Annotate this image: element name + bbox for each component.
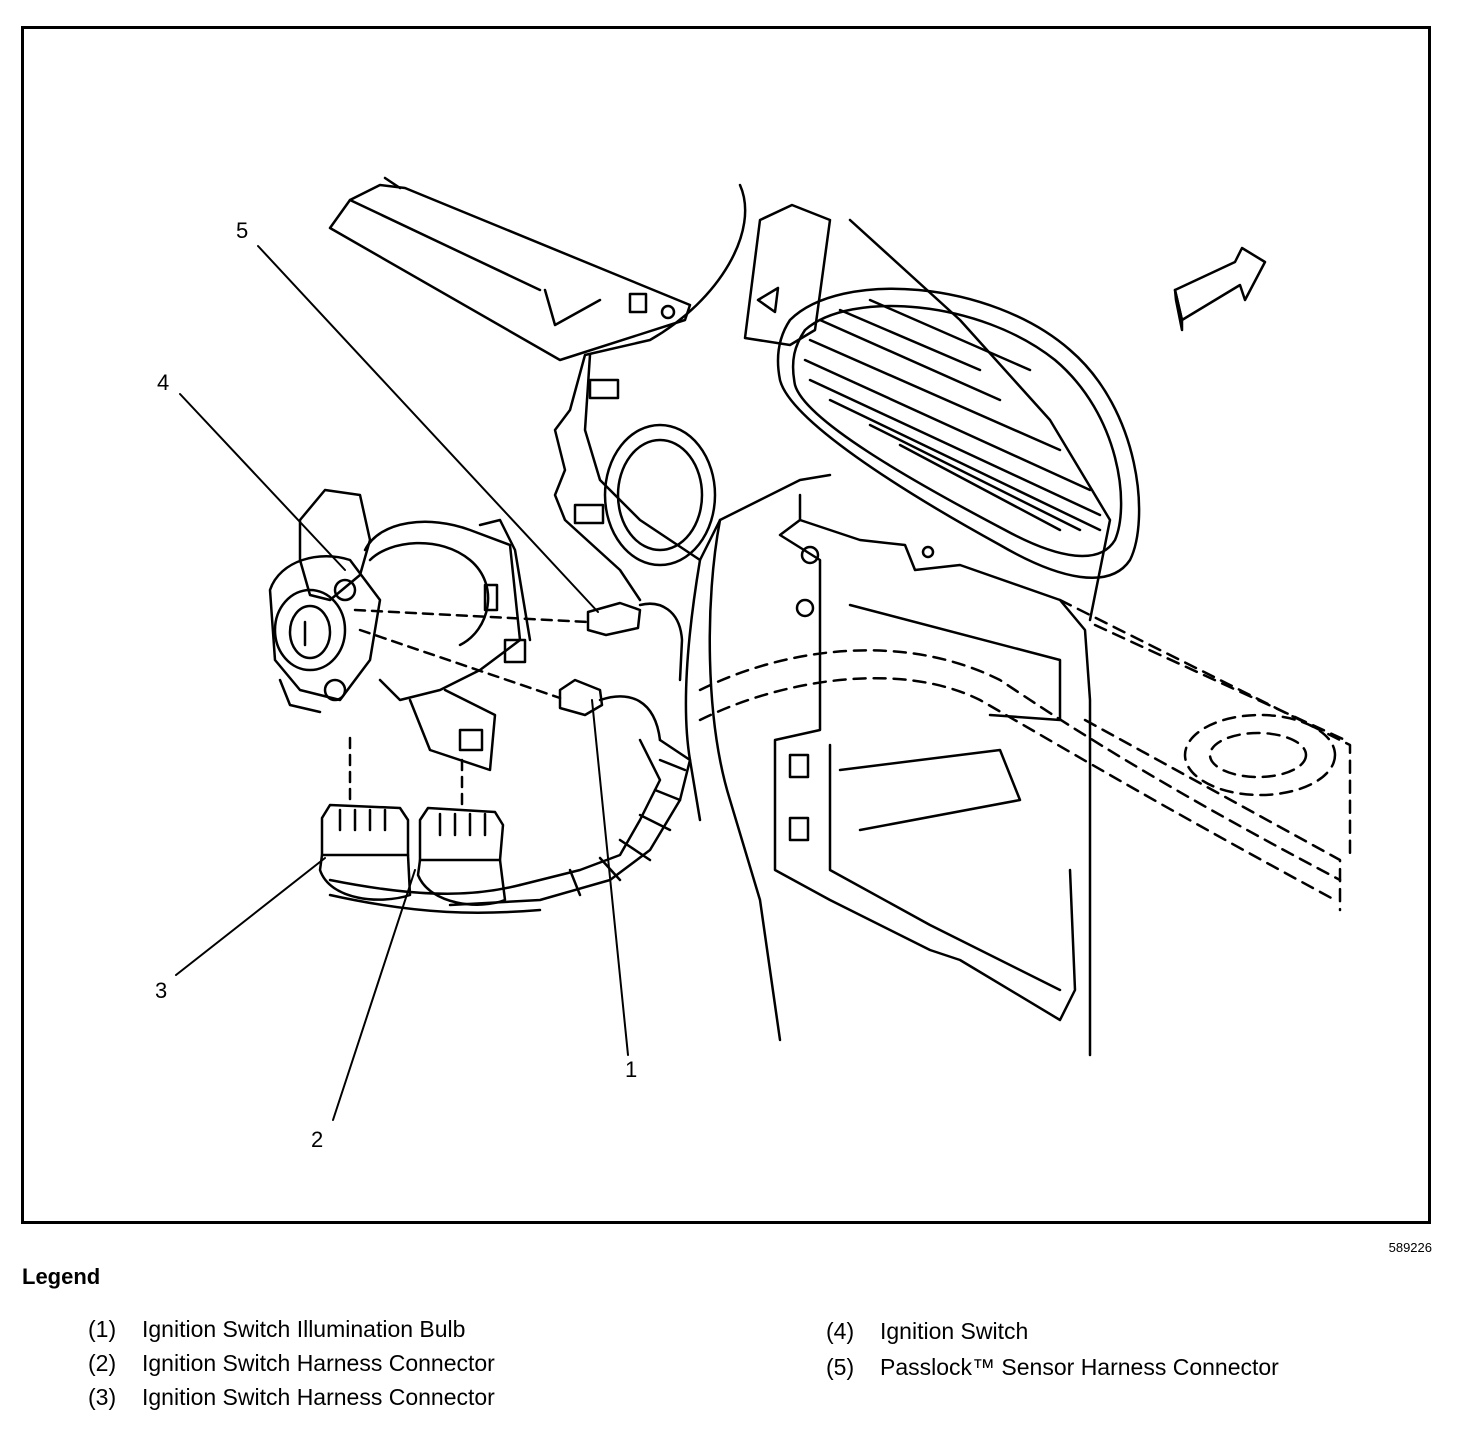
callout-2: 2 xyxy=(311,1127,324,1152)
diagram-frame xyxy=(21,26,1431,1224)
legend-title: Legend xyxy=(22,1264,101,1289)
legend-number: (4) xyxy=(826,1318,855,1344)
legend-label: Passlock™ Sensor Harness Connector xyxy=(880,1354,1279,1380)
legend-number: (5) xyxy=(826,1354,855,1380)
callout-4: 4 xyxy=(157,370,170,395)
air-vent xyxy=(776,218,1141,622)
dash-bezel xyxy=(553,183,832,1042)
callout-1: 1 xyxy=(625,1057,638,1082)
callout-3: 3 xyxy=(155,978,168,1003)
legend-item: (3) Ignition Switch Harness Connector xyxy=(88,1384,495,1411)
legend-item: (1) Ignition Switch Illumination Bulb xyxy=(88,1316,465,1343)
lower-bracket xyxy=(773,493,1092,1057)
harness-connector-3 xyxy=(318,736,412,901)
forward-arrow-icon xyxy=(1173,246,1267,332)
legend-label: Ignition Switch Harness Connector xyxy=(142,1384,495,1410)
legend-item: (4) Ignition Switch xyxy=(826,1318,1028,1345)
illumination-bulb-connector xyxy=(358,628,662,742)
legend-item: (5) Passlock™ Sensor Harness Connector xyxy=(826,1354,1279,1381)
passlock-connector xyxy=(353,601,684,682)
legend-item: (2) Ignition Switch Harness Connector xyxy=(88,1350,495,1377)
legend-label: Ignition Switch Harness Connector xyxy=(142,1350,495,1376)
callout-5: 5 xyxy=(236,218,249,243)
figure-id: 589226 xyxy=(1388,1240,1432,1255)
legend-label: Ignition Switch xyxy=(880,1318,1029,1344)
wiring-harness xyxy=(328,738,692,915)
legend-label: Ignition Switch Illumination Bulb xyxy=(142,1316,466,1342)
ignition-switch-housing xyxy=(268,488,532,772)
instrument-panel-beam xyxy=(328,176,692,362)
harness-connector-2 xyxy=(416,758,507,906)
hidden-components xyxy=(698,598,1352,912)
leader-lines xyxy=(175,245,629,1121)
legend-number: (1) xyxy=(88,1316,117,1342)
legend-number: (2) xyxy=(88,1350,117,1376)
legend-number: (3) xyxy=(88,1384,117,1410)
